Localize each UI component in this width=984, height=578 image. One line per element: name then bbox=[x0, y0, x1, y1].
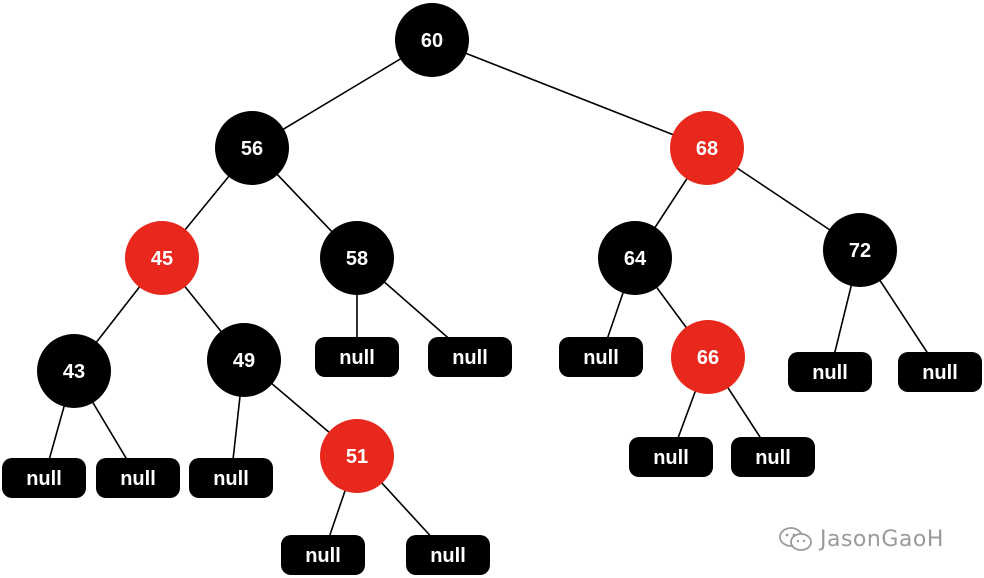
null-leaf-label: null bbox=[583, 347, 619, 369]
null-leaf-label: null bbox=[452, 347, 488, 369]
null-leaf: null bbox=[2, 458, 86, 498]
null-leaf: null bbox=[189, 458, 273, 498]
null-leaf: null bbox=[629, 437, 713, 477]
null-leaf: null bbox=[315, 337, 399, 377]
null-leaf-box bbox=[281, 535, 365, 575]
tree-node-value: 45 bbox=[151, 248, 173, 270]
tree-node-value: 58 bbox=[346, 248, 368, 270]
null-leaf-box bbox=[788, 352, 872, 392]
null-leaf-box bbox=[2, 458, 86, 498]
null-leaf-label: null bbox=[812, 362, 848, 384]
tree-node-circle bbox=[125, 221, 199, 295]
null-leaf-box bbox=[731, 437, 815, 477]
null-leaf-box bbox=[629, 437, 713, 477]
nodes-layer: null null null null null null null null null null… bbox=[2, 3, 982, 575]
wechat-icon bbox=[779, 527, 812, 551]
tree-node-value: 68 bbox=[696, 138, 718, 160]
tree-node-68: 68 bbox=[670, 111, 744, 185]
tree-node-45: 45 bbox=[125, 221, 199, 295]
tree-node-circle bbox=[823, 213, 897, 287]
tree-node-value: 72 bbox=[849, 240, 871, 262]
null-leaf: null bbox=[281, 535, 365, 575]
null-leaf-label: null bbox=[922, 362, 958, 384]
tree-node-circle bbox=[207, 323, 281, 397]
tree-node-value: 60 bbox=[421, 30, 443, 52]
tree-node-value: 56 bbox=[241, 138, 263, 160]
null-leaf: null bbox=[406, 535, 490, 575]
null-leaf-label: null bbox=[213, 468, 249, 490]
tree-node-value: 43 bbox=[63, 361, 85, 383]
tree-node-circle bbox=[670, 111, 744, 185]
null-leaf-box bbox=[315, 337, 399, 377]
tree-node-value: 64 bbox=[624, 248, 647, 270]
tree-node-value: 51 bbox=[346, 446, 368, 468]
null-leaf-box bbox=[559, 337, 643, 377]
null-leaf-label: null bbox=[430, 545, 466, 567]
watermark-text: JasonGaoH bbox=[820, 526, 944, 552]
null-leaf: null bbox=[428, 337, 512, 377]
tree-edge bbox=[431, 39, 708, 149]
tree-node-circle bbox=[320, 221, 394, 295]
tree-node-58: 58 bbox=[320, 221, 394, 295]
watermark: JasonGaoH bbox=[778, 524, 944, 554]
null-leaf-box bbox=[96, 458, 180, 498]
tree-node-60: 60 bbox=[395, 3, 469, 77]
null-leaf-label: null bbox=[120, 468, 156, 490]
tree-node-66: 66 bbox=[671, 320, 745, 394]
tree-node-56: 56 bbox=[215, 111, 289, 185]
null-leaf-label: null bbox=[339, 347, 375, 369]
tree-node-circle bbox=[320, 419, 394, 493]
tree-node-64: 64 bbox=[598, 221, 672, 295]
null-leaf: null bbox=[731, 437, 815, 477]
null-leaf-label: null bbox=[653, 447, 689, 469]
tree-node-value: 49 bbox=[233, 350, 255, 372]
tree-node-circle bbox=[598, 221, 672, 295]
null-leaf: null bbox=[788, 352, 872, 392]
null-leaf-box bbox=[898, 352, 982, 392]
null-leaf: null bbox=[898, 352, 982, 392]
null-leaf-label: null bbox=[26, 468, 62, 490]
tree-node-value: 66 bbox=[697, 347, 719, 369]
tree-node-circle bbox=[215, 111, 289, 185]
tree-node-72: 72 bbox=[823, 213, 897, 287]
tree-node-circle bbox=[671, 320, 745, 394]
null-leaf-box bbox=[189, 458, 273, 498]
null-leaf-label: null bbox=[305, 545, 341, 567]
tree-node-circle bbox=[37, 334, 111, 408]
tree-node-51: 51 bbox=[320, 419, 394, 493]
null-leaf: null bbox=[559, 337, 643, 377]
tree-node-43: 43 bbox=[37, 334, 111, 408]
null-leaf: null bbox=[96, 458, 180, 498]
null-leaf-box bbox=[406, 535, 490, 575]
null-leaf-box bbox=[428, 337, 512, 377]
tree-node-49: 49 bbox=[207, 323, 281, 397]
null-leaf-label: null bbox=[755, 447, 791, 469]
tree-node-circle bbox=[395, 3, 469, 77]
